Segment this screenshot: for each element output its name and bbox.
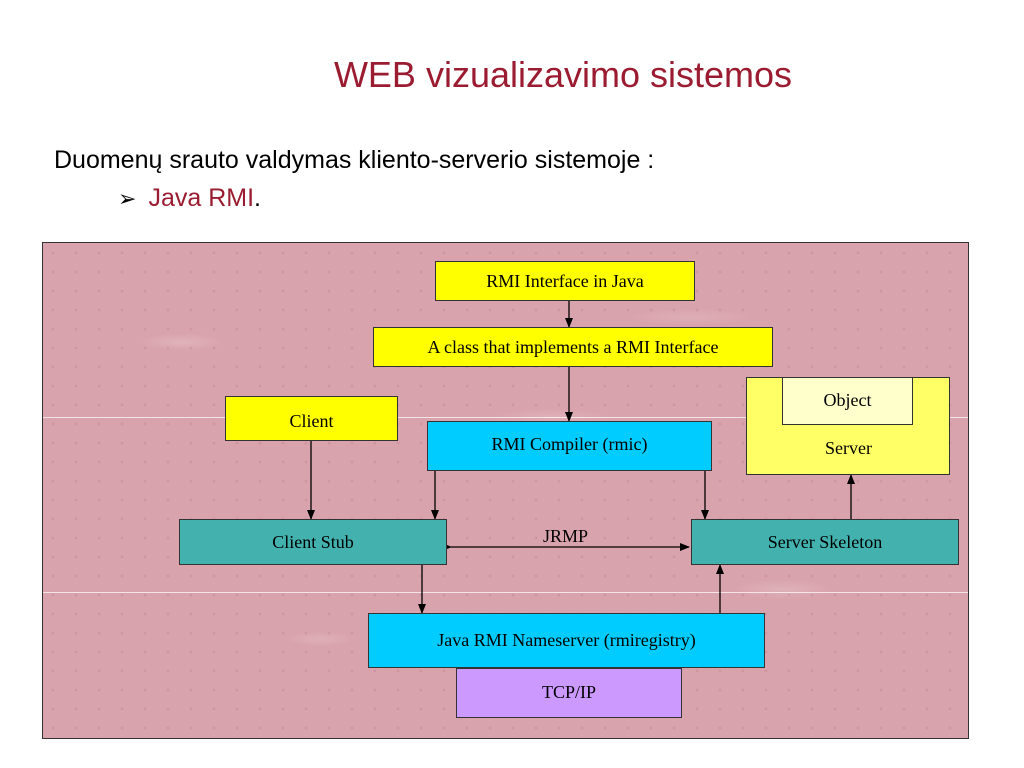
rmi-compiler-label: RMI Compiler (rmic) — [491, 434, 648, 454]
bullet-item: ➢ Java RMI. — [118, 184, 261, 213]
server-skeleton-box: Server Skeleton — [691, 519, 959, 565]
rmi-interface-box: RMI Interface in Java — [435, 261, 695, 301]
rmi-diagram: RMI Interface in Java A class that imple… — [42, 242, 969, 739]
server-box — [746, 377, 950, 475]
class-implements-box: A class that implements a RMI Interface — [373, 327, 773, 367]
client-label: Client — [289, 411, 334, 431]
bullet-suffix: . — [254, 184, 261, 212]
server-skeleton-label: Server Skeleton — [767, 531, 883, 552]
object-label: Object — [823, 390, 872, 410]
object-box: Object — [782, 377, 913, 425]
nameserver-label: Java RMI Nameserver (rmiregistry) — [437, 630, 696, 650]
diagram-arrows — [307, 301, 855, 614]
class-implements-label: A class that implements a RMI Interface — [427, 336, 719, 357]
client-stub-label: Client Stub — [272, 531, 354, 552]
tcpip-box: TCP/IP — [456, 668, 682, 718]
slide-subtitle: Duomenų srauto valdymas kliento-serverio… — [54, 146, 655, 174]
server-label: Server — [825, 438, 872, 458]
rmi-interface-label: RMI Interface in Java — [486, 270, 644, 291]
bullet-text: Java RMI — [148, 184, 255, 212]
client-box: Client — [225, 396, 398, 441]
rmi-compiler-box: RMI Compiler (rmic) — [427, 421, 712, 471]
arrow-bullet-icon: ➢ — [118, 185, 137, 211]
slide-title: WEB vizualizavimo sistemos — [333, 54, 793, 95]
nameserver-box: Java RMI Nameserver (rmiregistry) — [368, 613, 765, 668]
divider-line — [43, 592, 968, 593]
divider-line — [43, 417, 968, 418]
client-stub-box: Client Stub — [179, 519, 447, 565]
jrmp-label: JRMP — [543, 526, 589, 546]
tcpip-label: TCP/IP — [541, 682, 597, 702]
